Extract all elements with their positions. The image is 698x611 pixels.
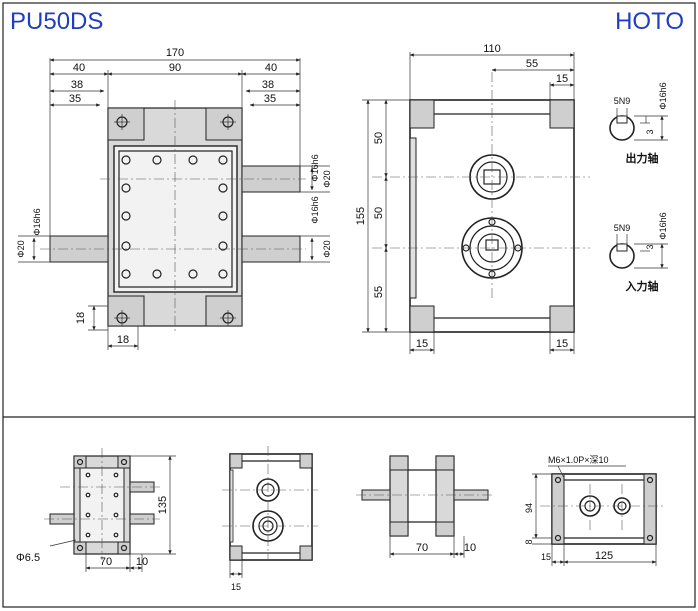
dim-phi20-left: Φ20 — [16, 240, 26, 257]
dim-phi6-5: Φ6.5 — [16, 552, 40, 564]
dim-phi20-upper: Φ20 — [322, 170, 332, 187]
dim-40-right: 40 — [265, 62, 277, 74]
output-key-5n9: 5N9 — [614, 96, 631, 106]
output-shaft-label: 出力轴 — [626, 151, 659, 165]
dim-38-left: 38 — [71, 79, 83, 91]
front-view: 170 40 90 40 38 35 38 35 Φ16h6 Φ20 Φ16h6 — [16, 47, 332, 350]
dim-10-b: 10 — [464, 542, 476, 554]
dim-55-horizontal: 55 — [526, 58, 538, 70]
dim-15-c: 15 — [231, 582, 241, 592]
front-ear-tl — [107, 107, 145, 141]
dim-135: 135 — [157, 496, 169, 514]
side-flange — [409, 137, 417, 299]
brand-name: HOTO — [615, 8, 684, 35]
bottom-view-4: M6×1.0P×深10 94 8 15 125 — [524, 455, 664, 566]
dim-18-vertical: 18 — [75, 312, 87, 324]
dim-50-upper: 50 — [373, 132, 385, 144]
dim-18-horizontal: 18 — [117, 334, 129, 346]
dim-phi16h6-lower: Φ16h6 — [310, 196, 320, 223]
front-ear-tr — [205, 107, 243, 141]
bv4-outline — [551, 473, 657, 545]
output-shaft-section: 5N9 Φ16h6 3 出力轴 — [609, 82, 668, 165]
front-ear-hole — [220, 114, 236, 130]
front-plate-inner — [118, 150, 233, 288]
front-ear-hole — [114, 310, 130, 326]
input-shaft-section: 5N9 Φ16h6 3 入力轴 — [609, 212, 668, 293]
side-foot-bl — [409, 305, 435, 333]
bottom-view-3: 70 10 — [356, 455, 494, 558]
model-title: PU50DS — [10, 8, 104, 35]
dim-35-left: 35 — [69, 93, 81, 105]
dim-35-right: 35 — [264, 93, 276, 105]
output-key-depth: 3 — [645, 129, 655, 134]
input-diameter: Φ16h6 — [658, 212, 668, 239]
bottom-view-1: 135 Φ6.5 70 10 — [16, 448, 176, 572]
dim-55-vertical: 55 — [373, 286, 385, 298]
dim-70-a: 70 — [100, 556, 112, 568]
plate-holes — [121, 155, 228, 279]
dim-90: 90 — [169, 62, 181, 74]
input-key-5n9: 5N9 — [614, 223, 631, 233]
dim-70-b: 70 — [416, 542, 428, 554]
dim-50-lower: 50 — [373, 207, 385, 219]
dim-15-top: 15 — [556, 73, 568, 85]
dim-8: 8 — [524, 539, 534, 544]
dim-phi16h6-left: Φ16h6 — [32, 208, 42, 235]
dim-phi20-lower: Φ20 — [322, 240, 332, 257]
dim-110: 110 — [483, 43, 501, 55]
dim-38-right: 38 — [262, 79, 274, 91]
front-ear-hole — [220, 310, 236, 326]
dim-phi16h6-upper: Φ16h6 — [310, 154, 320, 181]
bottom-view-2: 15 — [222, 446, 318, 592]
side-foot-tr — [549, 99, 575, 129]
dim-94: 94 — [524, 503, 534, 513]
front-ear-hole — [114, 114, 130, 130]
dim-15-bottom-left: 15 — [416, 338, 428, 350]
front-plate — [113, 145, 238, 293]
dim-15-d: 15 — [541, 552, 551, 562]
dim-170: 170 — [166, 47, 184, 59]
output-diameter: Φ16h6 — [658, 82, 668, 109]
side-foot-br — [549, 305, 575, 333]
bv2-outline — [229, 453, 313, 561]
side-view: 110 55 15 155 50 50 55 15 15 — [355, 43, 590, 354]
side-foot-tl — [409, 99, 435, 129]
dim-125: 125 — [595, 550, 613, 562]
dim-40-left: 40 — [73, 62, 85, 74]
input-key-depth: 3 — [645, 244, 655, 249]
dim-10-a: 10 — [136, 556, 148, 568]
input-shaft-label: 入力轴 — [626, 279, 659, 293]
dim-155: 155 — [355, 207, 367, 225]
dim-15-bottom-right: 15 — [556, 338, 568, 350]
thread-callout: M6×1.0P×深10 — [548, 455, 609, 465]
